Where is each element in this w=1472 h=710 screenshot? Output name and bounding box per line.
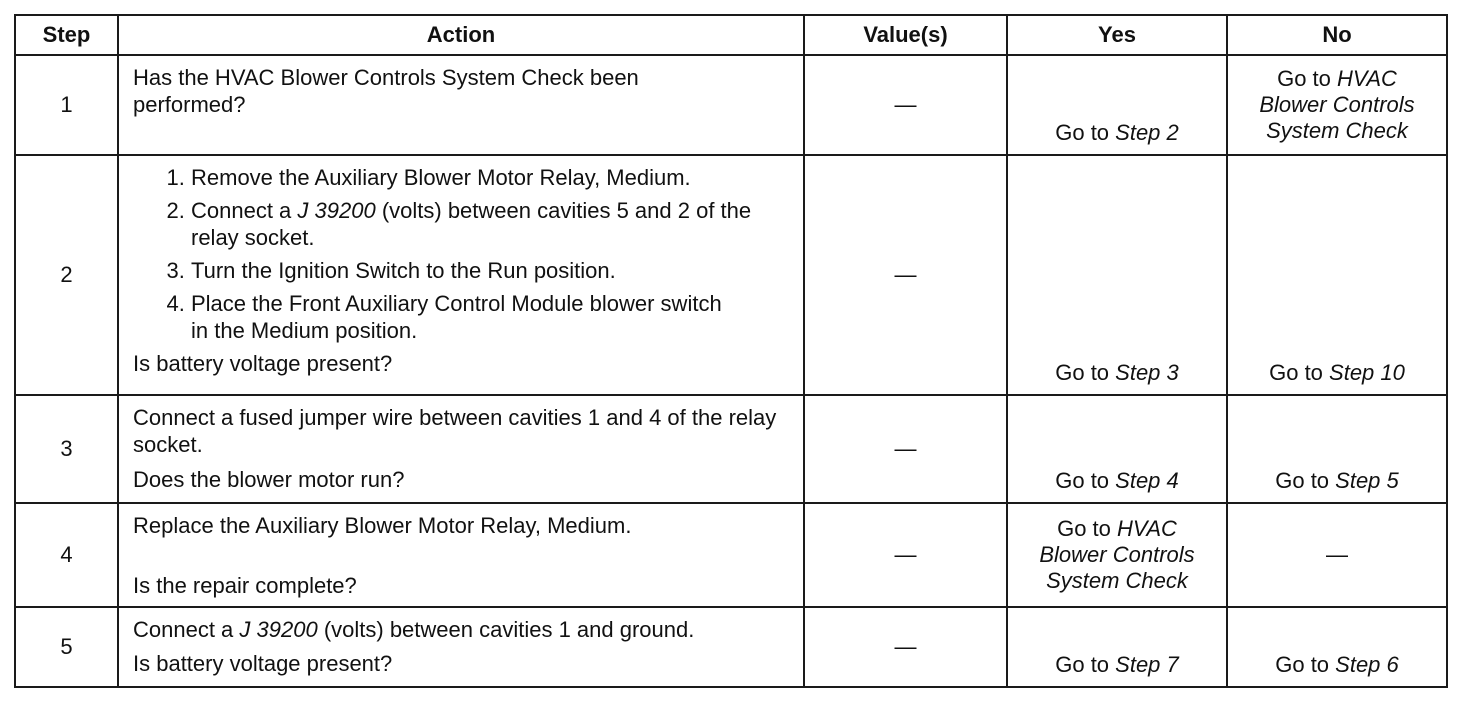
question-text: Is battery voltage present? <box>133 351 393 376</box>
procedure-list: Remove the Auxiliary Blower Motor Relay,… <box>133 164 789 344</box>
action-text: Connect a fused jumper wire between cavi… <box>133 405 777 457</box>
header-no: No <box>1226 14 1448 56</box>
header-action: Action <box>117 14 805 56</box>
no-prefix: Go to <box>1269 360 1330 385</box>
table-row: 1 Has the HVAC Blower Controls System Ch… <box>14 54 1448 156</box>
action-cell: Has the HVAC Blower Controls System Chec… <box>117 54 805 156</box>
values-cell: — <box>803 502 1008 608</box>
header-values: Value(s) <box>803 14 1008 56</box>
table-row: 5 Connect a J 39200 (volts) between cavi… <box>14 606 1448 688</box>
header-row: Step Action Value(s) Yes No <box>14 14 1448 56</box>
no-ref: Step 10 <box>1329 360 1405 385</box>
step-number: 3 <box>14 394 119 504</box>
question-text: Is the repair complete? <box>133 573 357 598</box>
tool-name: J 39200 <box>239 617 318 642</box>
procedure-item: Connect a J 39200 (volts) between caviti… <box>191 197 789 251</box>
tool-name: J 39200 <box>297 198 376 223</box>
yes-cell: Go to Step 3 <box>1006 154 1228 396</box>
value-dash: — <box>894 262 917 287</box>
no-prefix: Go to <box>1275 652 1336 677</box>
values-cell: — <box>803 154 1008 396</box>
yes-prefix: Go to <box>1055 120 1116 145</box>
no-ref: Step 6 <box>1335 652 1399 677</box>
yes-ref: Step 3 <box>1115 360 1179 385</box>
values-cell: — <box>803 394 1008 504</box>
yes-ref: Step 7 <box>1115 652 1179 677</box>
no-cell: Go to Step 10 <box>1226 154 1448 396</box>
no-ref-line: HVAC <box>1337 66 1397 91</box>
diagnostic-table: Step Action Value(s) Yes No 1 Has the HV… <box>14 14 1448 688</box>
action-text: Replace the Auxiliary Blower Motor Relay… <box>133 513 632 538</box>
no-cell: Go to HVAC Blower Controls System Check <box>1226 54 1448 156</box>
table-row: 3 Connect a fused jumper wire between ca… <box>14 394 1448 504</box>
procedure-item: Turn the Ignition Switch to the Run posi… <box>191 257 789 284</box>
action-cell: Replace the Auxiliary Blower Motor Relay… <box>117 502 805 608</box>
yes-ref-line: Blower Controls <box>1039 542 1195 567</box>
yes-cell: Go to Step 7 <box>1006 606 1228 688</box>
yes-cell: Go to Step 2 <box>1006 54 1228 156</box>
step-number: 1 <box>14 54 119 156</box>
yes-ref: Step 4 <box>1115 468 1179 493</box>
action-cell: Remove the Auxiliary Blower Motor Relay,… <box>117 154 805 396</box>
no-prefix: Go to <box>1275 468 1336 493</box>
table-row: 4 Replace the Auxiliary Blower Motor Rel… <box>14 502 1448 608</box>
action-cell: Connect a J 39200 (volts) between caviti… <box>117 606 805 688</box>
yes-prefix: Go to <box>1055 360 1116 385</box>
yes-prefix: Go to <box>1055 652 1116 677</box>
no-ref-line: System Check <box>1266 118 1408 143</box>
no-cell: Go to Step 5 <box>1226 394 1448 504</box>
yes-ref-line: System Check <box>1046 568 1188 593</box>
action-cell: Connect a fused jumper wire between cavi… <box>117 394 805 504</box>
question-text: Does the blower motor run? <box>133 467 405 492</box>
no-cell: Go to Step 6 <box>1226 606 1448 688</box>
action-text-part: Connect a <box>133 617 240 642</box>
step-number: 4 <box>14 502 119 608</box>
action-text: Connect a J 39200 (volts) between caviti… <box>133 616 789 643</box>
procedure-item: Place the Front Auxiliary Control Module… <box>191 290 789 344</box>
value-dash: — <box>894 92 917 117</box>
action-text: Has the HVAC Blower Controls System Chec… <box>133 65 639 117</box>
no-cell: — <box>1226 502 1448 608</box>
table-row: 2 Remove the Auxiliary Blower Motor Rela… <box>14 154 1448 396</box>
values-cell: — <box>803 606 1008 688</box>
procedure-item: Remove the Auxiliary Blower Motor Relay,… <box>191 164 789 191</box>
no-ref-line: Blower Controls <box>1259 92 1415 117</box>
header-yes: Yes <box>1006 14 1228 56</box>
question-text: Is battery voltage present? <box>133 651 393 676</box>
value-dash: — <box>894 634 917 659</box>
procedure-text: Connect a <box>191 198 298 223</box>
yes-cell: Go to Step 4 <box>1006 394 1228 504</box>
yes-prefix: Go to <box>1057 516 1117 541</box>
yes-cell: Go to HVAC Blower Controls System Check <box>1006 502 1228 608</box>
values-cell: — <box>803 54 1008 156</box>
no-prefix: Go to <box>1277 66 1337 91</box>
no-ref: Step 5 <box>1335 468 1399 493</box>
action-text-part: (volts) between cavities 1 and ground. <box>317 617 695 642</box>
value-dash: — <box>894 436 917 461</box>
yes-prefix: Go to <box>1055 468 1116 493</box>
step-number: 2 <box>14 154 119 396</box>
value-dash: — <box>1326 542 1348 567</box>
procedure-text: (volts) between cavities 5 and 2 of the … <box>191 198 752 250</box>
value-dash: — <box>894 542 917 567</box>
header-step: Step <box>14 14 119 56</box>
yes-ref-line: HVAC <box>1117 516 1177 541</box>
yes-ref: Step 2 <box>1115 120 1179 145</box>
step-number: 5 <box>14 606 119 688</box>
